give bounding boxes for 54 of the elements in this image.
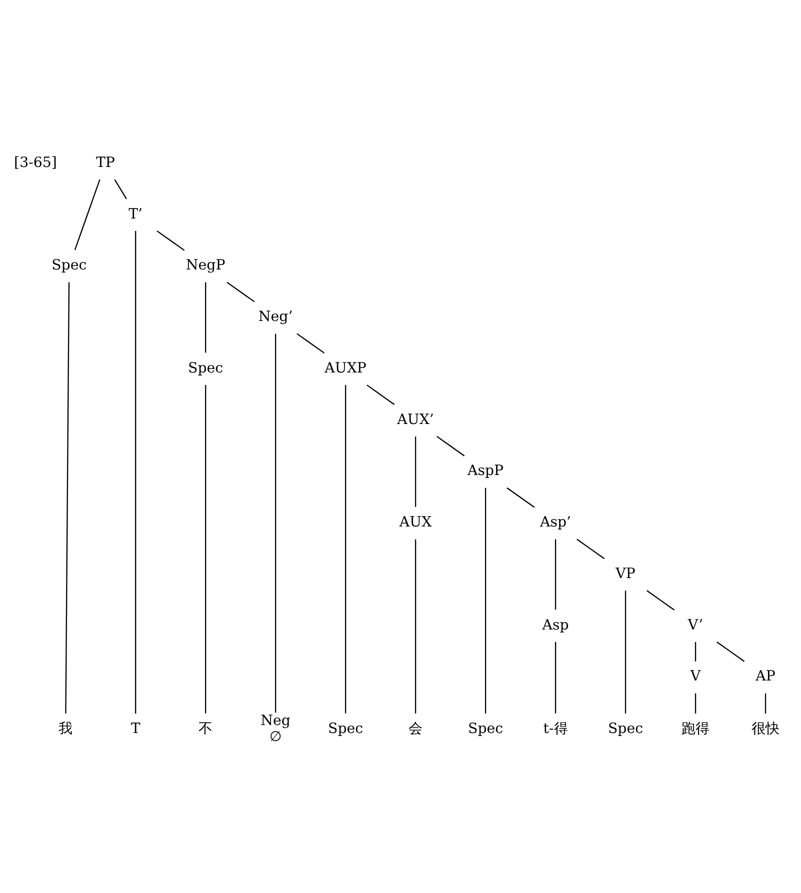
node-text: VP <box>616 565 636 582</box>
connector <box>414 436 416 506</box>
node-text: 我 <box>58 720 73 736</box>
connector <box>554 641 556 713</box>
connector <box>345 384 346 713</box>
node-text: V <box>690 668 701 684</box>
connector <box>694 642 696 661</box>
node-text: Asp’ <box>540 514 572 530</box>
connector <box>436 436 465 456</box>
node-text: 会 <box>408 720 423 736</box>
node-text: Neg’ <box>258 308 293 325</box>
connector <box>226 281 255 302</box>
node-text: NegP <box>186 257 226 274</box>
node-text: V’ <box>688 616 704 633</box>
connector <box>205 384 206 713</box>
connector <box>205 282 206 352</box>
connector <box>646 590 675 610</box>
node-text: TP <box>96 154 115 170</box>
node-text: Asp <box>542 616 569 633</box>
connector <box>554 538 556 610</box>
connector <box>74 178 100 250</box>
connector <box>624 590 626 713</box>
node-text: T <box>130 720 140 736</box>
label: [3-65] <box>14 154 57 170</box>
connector <box>135 230 136 714</box>
connector <box>275 333 276 712</box>
node-text: t-得 <box>543 720 568 736</box>
connector <box>414 538 416 713</box>
connector <box>716 641 745 662</box>
connector <box>576 538 605 559</box>
node-text: AUX’ <box>397 411 434 428</box>
connector <box>764 692 766 714</box>
node-text: AP <box>756 668 776 684</box>
node-text: Spec <box>328 720 364 736</box>
node-text: Spec <box>52 257 87 274</box>
node-text: AUXP <box>324 360 366 376</box>
connector <box>156 230 185 250</box>
node-text: Spec <box>608 720 644 736</box>
connector <box>506 486 535 508</box>
connector <box>114 178 127 199</box>
connector <box>296 332 325 354</box>
node-text: T’ <box>128 206 143 222</box>
node-text: Spec <box>188 360 224 376</box>
node-text: Spec <box>468 720 504 736</box>
node-text: 很快 <box>752 720 780 736</box>
node-text: Neg ∅ <box>260 712 290 744</box>
node-text: AspP <box>468 462 504 479</box>
node-text: 跑得 <box>682 720 710 736</box>
connector <box>366 384 395 404</box>
node-text: 不 <box>198 720 213 736</box>
connector <box>484 487 486 713</box>
connector <box>694 692 696 714</box>
connector <box>65 282 70 713</box>
node-text: AUX <box>399 514 432 530</box>
